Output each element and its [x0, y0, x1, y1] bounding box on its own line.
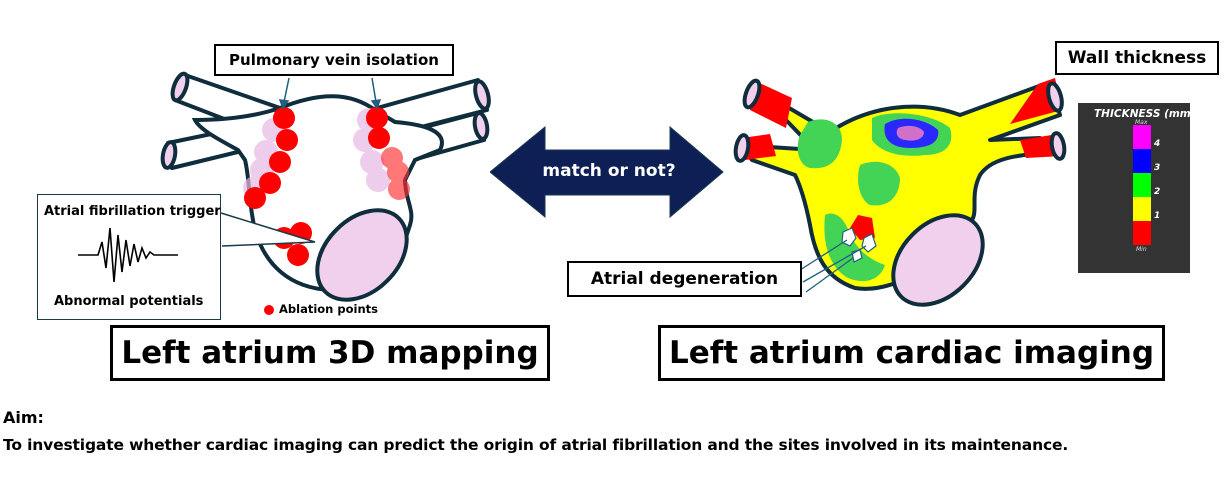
scale-color-bar [1133, 125, 1151, 245]
af-trigger-box: Atrial fibrillation trigger Abnormal pot… [37, 194, 221, 320]
atrial-degeneration-text: Atrial degeneration [590, 269, 779, 289]
scale-max-label: Max [1135, 119, 1148, 126]
wall-thickness-text: Wall thickness [1067, 48, 1207, 68]
wall-thickness-label: Wall thickness [1055, 41, 1219, 75]
scale-tick-4: 4 [1154, 139, 1161, 149]
thickness-scale-title: THICKNESS (mm) [1094, 108, 1196, 120]
left-atrium-mapping-illustration [160, 71, 491, 315]
ablation-points-legend-label: Ablation points [279, 302, 378, 316]
vein-openings [160, 71, 491, 170]
scale-band-1 [1133, 149, 1151, 173]
match-or-not-label: match or not? [542, 161, 676, 181]
ablation-points [244, 107, 390, 266]
aim-label: Aim: [3, 408, 44, 427]
scale-tick-1: 1 [1154, 211, 1161, 221]
pulmonary-vein-isolation-label: Pulmonary vein isolation [214, 44, 454, 76]
trigger-callout-pointer [220, 212, 316, 247]
scale-min-label: Min [1136, 246, 1147, 253]
scale-tick-2: 2 [1154, 187, 1161, 197]
right-panel-title-text: Left atrium cardiac imaging [668, 335, 1155, 371]
mitral-valve-right [891, 213, 985, 307]
ablation-points-semitransparent [381, 147, 410, 200]
scale-band-2 [1133, 173, 1151, 197]
scale-band-0 [1133, 125, 1151, 149]
right-panel-title: Left atrium cardiac imaging [658, 325, 1165, 381]
mitral-valve [315, 208, 409, 302]
aim-text: To investigate whether cardiac imaging c… [3, 436, 1069, 454]
thickest-region-magenta [896, 125, 924, 141]
af-trigger-title: Atrial fibrillation trigger [44, 204, 221, 219]
vein-openings-right [733, 78, 1067, 163]
atrial-degeneration-label: Atrial degeneration [567, 261, 802, 297]
scale-band-3 [1133, 197, 1151, 221]
left-atrium-imaging-illustration [733, 78, 1067, 307]
double-arrow [490, 125, 724, 219]
degeneration-arrows [799, 239, 867, 293]
pvi-arrows [278, 77, 382, 110]
ablation-legend-dot [264, 305, 274, 315]
abnormal-potential-waveform [78, 227, 178, 283]
pulmonary-vein-isolation-text: Pulmonary vein isolation [229, 51, 439, 69]
scale-tick-3: 3 [1154, 163, 1161, 173]
thickness-scale: THICKNESS (mm) Max 4 3 2 1 Min [1078, 103, 1196, 273]
scale-band-4 [1133, 221, 1151, 245]
left-panel-title-text: Left atrium 3D mapping [121, 335, 539, 371]
left-panel-title: Left atrium 3D mapping [110, 325, 550, 381]
abnormal-potentials-caption: Abnormal potentials [54, 294, 204, 309]
